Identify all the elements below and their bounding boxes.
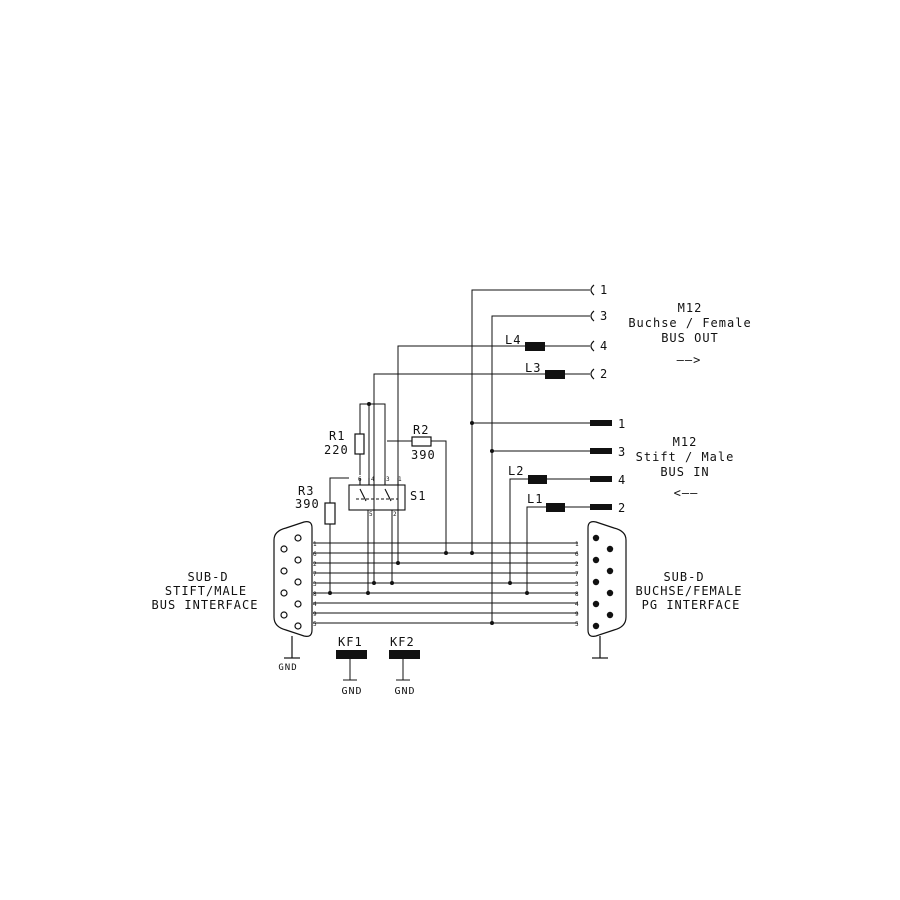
m12-in-bus-label: BUS IN — [660, 465, 709, 479]
kf2-label: KF2 — [390, 635, 415, 649]
subd-left-function: BUS INTERFACE — [152, 598, 259, 612]
wires — [329, 289, 590, 623]
subd-left-subtitle: STIFT/MALE — [165, 584, 247, 598]
s1-top-pin-4: 4 — [371, 476, 375, 483]
s1-top-pin-6: 6 — [358, 476, 362, 483]
bus-lines — [313, 542, 578, 624]
m12-in-title: M12 — [673, 435, 698, 449]
subd-right-subtitle: BUCHSE/FEMALE — [636, 584, 743, 598]
pin-label: 1 — [313, 541, 317, 548]
m12-out-gender: Buchse / Female — [628, 316, 751, 330]
led-symbols — [525, 342, 565, 512]
r2-name: R2 — [413, 423, 429, 437]
subd-left-gnd-label: GND — [278, 663, 297, 673]
pin-label: 7 — [575, 571, 579, 578]
kf2-gnd-label: GND — [394, 686, 415, 697]
m12-out-pin-3: 3 — [600, 309, 607, 323]
pin-label: 4 — [575, 601, 579, 608]
m12-in-pin-3: 3 — [618, 445, 625, 459]
m12-out-sockets — [590, 284, 595, 380]
m12-in-pins — [590, 420, 612, 510]
pin-label: 9 — [313, 611, 317, 618]
m12-out-pin-4: 4 — [600, 339, 607, 353]
subd-right-pins — [592, 534, 614, 630]
m12-in-direction-arrow: <—— — [674, 486, 699, 500]
pin-label: 4 — [313, 601, 317, 608]
pin-label: 9 — [575, 611, 579, 618]
s1-top-pin-1: 1 — [398, 476, 402, 483]
kf1-gnd-label: GND — [341, 686, 362, 697]
pin-label: 8 — [575, 591, 579, 598]
m12-out-direction-arrow: ——> — [677, 353, 702, 367]
pin-label: 2 — [575, 561, 579, 568]
r1-name: R1 — [329, 429, 345, 443]
pin-label: 6 — [313, 551, 317, 558]
m12-out-pin-2: 2 — [600, 367, 607, 381]
m12-in-gender: Stift / Male — [636, 450, 735, 464]
led-l1-label: L1 — [527, 492, 543, 506]
r3-name: R3 — [298, 484, 314, 498]
pin-label: 1 — [575, 541, 579, 548]
subd-left-title: SUB-D — [187, 570, 228, 584]
kf-symbols — [336, 650, 420, 681]
pin-label: 8 — [313, 591, 317, 598]
kf1-label: KF1 — [338, 635, 363, 649]
subd-right-connector — [587, 521, 627, 659]
r3-value: 390 — [295, 497, 320, 511]
pin-label: 2 — [313, 561, 317, 568]
resistor-symbols — [324, 433, 432, 525]
subd-left-connector — [273, 521, 313, 659]
bus-pin-labels-right: 1 6 2 7 3 8 4 9 5 — [575, 541, 579, 628]
m12-out-pin-1: 1 — [600, 283, 607, 297]
pin-label: 3 — [575, 581, 579, 588]
m12-in-pin-4: 4 — [618, 473, 625, 487]
led-l4-label: L4 — [505, 333, 521, 347]
pin-label: 7 — [313, 571, 317, 578]
m12-out-title: M12 — [678, 301, 703, 315]
led-l2-label: L2 — [508, 464, 524, 478]
junction-dots — [328, 402, 529, 625]
pin-label: 6 — [575, 551, 579, 558]
s1-bottom-pin-5: 5 — [369, 511, 373, 518]
r1-value: 220 — [324, 443, 349, 457]
s1-bottom-pin-2: 2 — [393, 511, 397, 518]
s1-top-pin-3: 3 — [386, 476, 390, 483]
pin-label: 5 — [313, 621, 317, 628]
m12-in-pin-1: 1 — [618, 417, 625, 431]
r2-value: 390 — [411, 448, 436, 462]
pin-label: 5 — [575, 621, 579, 628]
subd-right-title: SUB-D — [663, 570, 704, 584]
subd-right-function: PG INTERFACE — [642, 598, 741, 612]
led-l3-label: L3 — [525, 361, 541, 375]
pin-label: 3 — [313, 581, 317, 588]
switch-s1-body — [348, 478, 406, 511]
m12-in-pin-2: 2 — [618, 501, 625, 515]
s1-label: S1 — [410, 489, 426, 503]
m12-out-bus-label: BUS OUT — [661, 331, 719, 345]
bus-pin-labels-left: 1 6 2 7 3 8 4 9 5 — [313, 541, 317, 628]
